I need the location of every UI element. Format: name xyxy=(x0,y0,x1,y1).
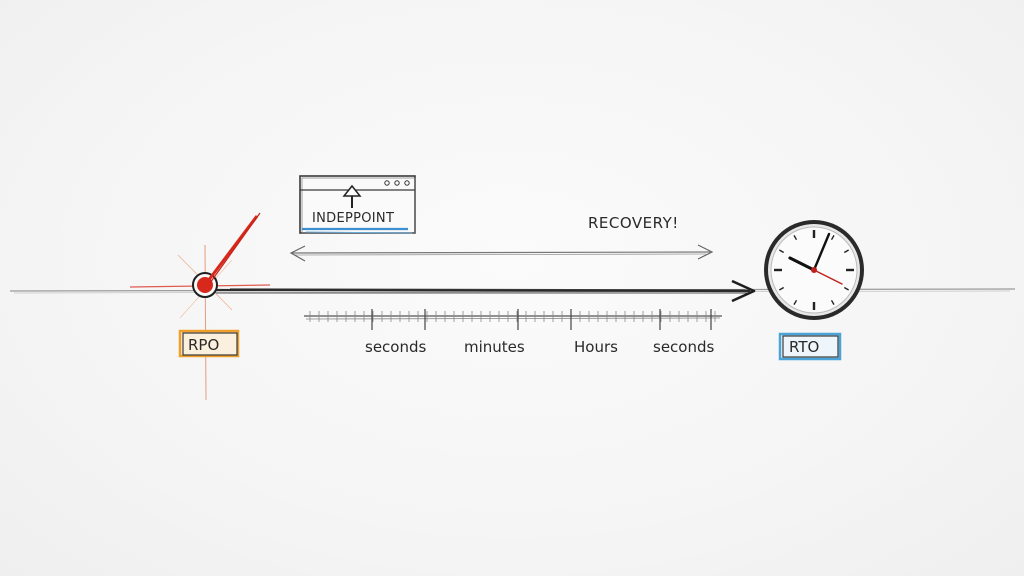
main-arrow xyxy=(211,279,756,303)
scale-label-seconds-1: seconds xyxy=(365,338,426,356)
clock-icon xyxy=(764,220,864,320)
recovery-label: RECOVERY! xyxy=(588,214,679,232)
scale-label-hours: Hours xyxy=(574,338,618,356)
scale-label-seconds-2: seconds xyxy=(653,338,714,356)
time-scale-ruler xyxy=(304,309,722,330)
up-arrow-icon xyxy=(342,184,362,208)
clock-hour-tick xyxy=(779,286,785,291)
window-dot-icon xyxy=(384,180,390,186)
clock-minute-hand xyxy=(812,232,831,272)
clock-hour-ticks xyxy=(774,230,854,310)
rto-box: RTO xyxy=(778,332,842,361)
checkpoint-window: INDEPPOINT xyxy=(299,175,416,234)
window-label: INDEPPOINT xyxy=(312,211,394,226)
rpo-box: RPO xyxy=(178,329,240,358)
recovery-span-arrow xyxy=(289,244,714,262)
window-dot-icon xyxy=(404,180,410,186)
ruler-ticks xyxy=(309,309,716,330)
clock-hour-tick xyxy=(843,286,849,291)
clock-hour-tick xyxy=(830,235,835,241)
clock-hour-hand xyxy=(788,256,816,272)
rpo-label: RPO xyxy=(188,336,219,354)
rto-label: RTO xyxy=(789,338,819,356)
scale-label-minutes: minutes xyxy=(464,338,525,356)
clock-second-hand xyxy=(813,269,843,285)
clock-hour-tick xyxy=(793,299,798,305)
clock-hour-tick xyxy=(843,249,849,254)
window-dot-icon xyxy=(394,180,400,186)
clock-hour-tick xyxy=(830,299,835,305)
gauge-needle-icon xyxy=(129,212,271,401)
clock-hour-tick xyxy=(779,249,785,254)
clock-hour-tick xyxy=(793,235,798,241)
